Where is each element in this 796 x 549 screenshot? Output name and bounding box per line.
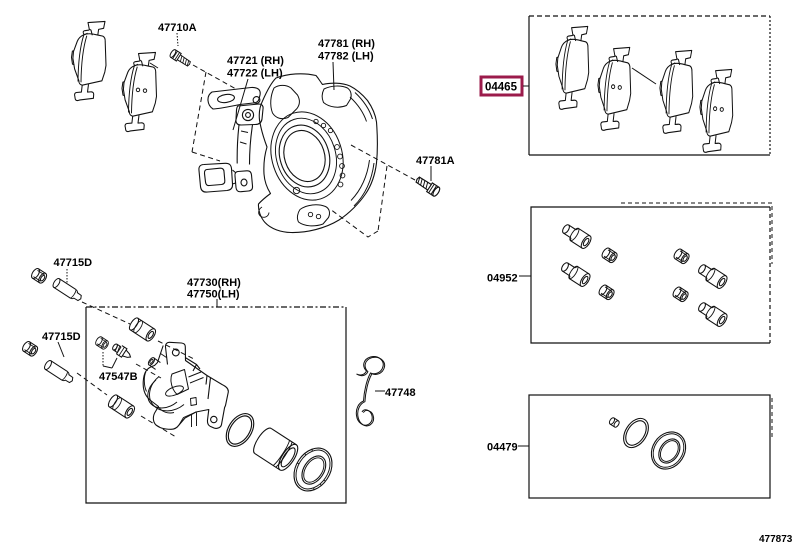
svg-text:47710A: 47710A xyxy=(158,22,197,34)
svg-text:47715D: 47715D xyxy=(42,331,81,343)
svg-text:47781A: 47781A xyxy=(416,155,455,167)
svg-text:04465: 04465 xyxy=(485,82,518,94)
svg-text:47782 (LH): 47782 (LH) xyxy=(318,51,374,63)
svg-text:04952: 04952 xyxy=(487,273,518,285)
svg-text:47748: 47748 xyxy=(385,387,416,399)
svg-text:47722 (LH): 47722 (LH) xyxy=(227,68,283,80)
svg-text:47730(RH): 47730(RH) xyxy=(187,277,241,289)
svg-text:47750(LH): 47750(LH) xyxy=(187,289,240,301)
svg-text:47715D: 47715D xyxy=(54,257,93,269)
svg-text:47721 (RH): 47721 (RH) xyxy=(227,55,284,67)
svg-text:47547B: 47547B xyxy=(99,371,138,383)
svg-text:477873: 477873 xyxy=(759,534,793,545)
svg-text:47781 (RH): 47781 (RH) xyxy=(318,38,375,50)
svg-text:04479: 04479 xyxy=(487,442,518,454)
